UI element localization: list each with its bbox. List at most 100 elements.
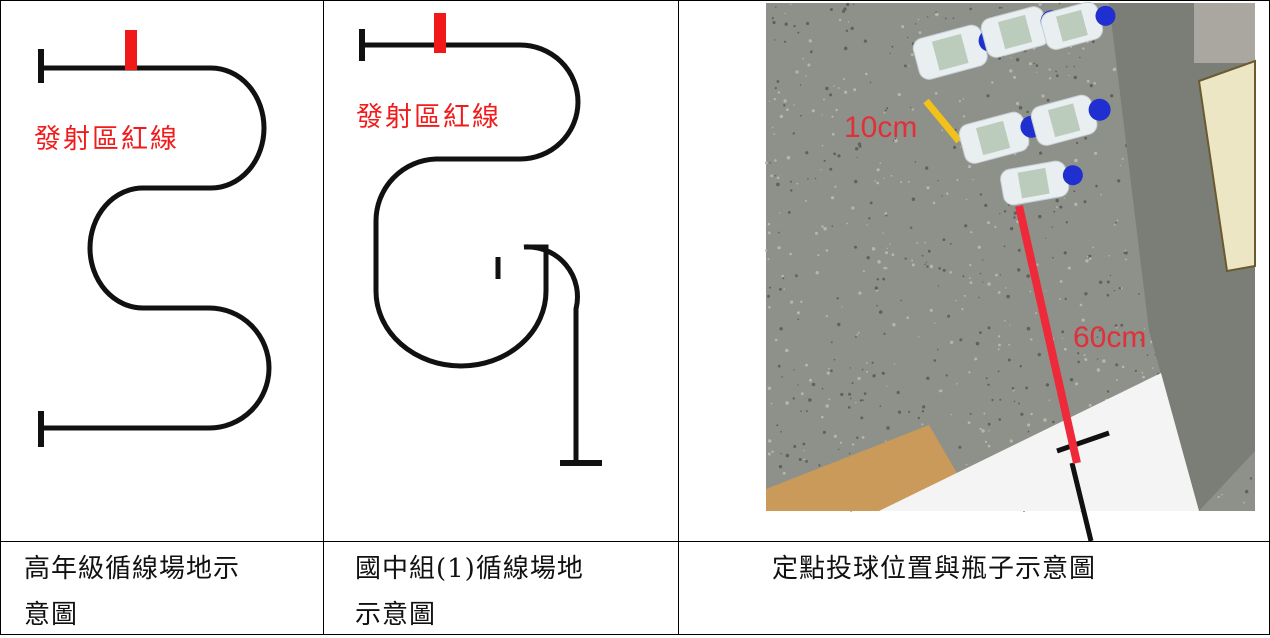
floor-speckle <box>884 109 887 112</box>
floor-speckle <box>1009 69 1013 73</box>
floor-speckle <box>911 197 916 201</box>
floor-speckle <box>835 108 838 112</box>
floor-speckle <box>1106 390 1110 393</box>
floor-speckle <box>837 154 841 158</box>
floor-speckle <box>1085 259 1089 263</box>
floor-speckle <box>769 162 771 164</box>
floor-speckle <box>771 126 774 129</box>
floor-speckle <box>856 333 859 336</box>
floor-speckle <box>926 265 929 268</box>
floor-speckle <box>823 159 826 162</box>
floor-speckle <box>1068 52 1070 55</box>
floor-speckle <box>840 392 844 397</box>
floor-speckle <box>942 268 946 272</box>
floor-speckle <box>904 257 907 260</box>
floor-speckle <box>1108 254 1110 257</box>
floor-speckle <box>783 99 787 103</box>
floor-speckle <box>778 212 781 214</box>
launch-red-marker <box>434 13 446 53</box>
floor-speckle <box>799 84 802 86</box>
floor-speckle <box>805 410 808 413</box>
floor-speckle <box>981 429 985 433</box>
floor-speckle <box>821 415 824 419</box>
floor-speckle <box>848 392 852 396</box>
floor-speckle <box>1110 331 1114 334</box>
floor-speckle <box>1028 62 1032 66</box>
floor-speckle <box>1120 287 1123 289</box>
floor-speckle <box>781 274 784 278</box>
floor-speckle <box>815 231 818 235</box>
floor-speckle <box>825 249 829 252</box>
floor-speckle <box>908 65 910 67</box>
floor-speckle <box>821 387 824 390</box>
floor-speckle <box>970 231 973 234</box>
floor-speckle <box>896 390 900 395</box>
floor-speckle <box>876 304 878 307</box>
floor-speckle <box>877 260 881 264</box>
floor-speckle <box>782 471 786 475</box>
floor-speckle <box>987 282 991 286</box>
floor-speckle <box>1089 84 1093 88</box>
floor-speckle <box>1112 67 1117 72</box>
floor-speckle <box>821 225 824 228</box>
floor-speckle <box>1037 352 1041 357</box>
floor-speckle <box>1018 402 1020 405</box>
floor-speckle <box>803 449 805 452</box>
floor-speckle <box>1076 334 1079 337</box>
gap-10cm-label: 10cm <box>844 111 918 144</box>
caption-line: 意圖 <box>24 600 79 630</box>
floor-speckle <box>998 343 1001 347</box>
floor-speckle <box>962 275 965 278</box>
floor-speckle <box>851 206 855 210</box>
launch-red-marker <box>125 30 137 70</box>
floor-speckle <box>773 133 776 136</box>
floor-speckle <box>1110 94 1114 98</box>
floor-speckle <box>883 177 885 180</box>
floor-speckle <box>1059 280 1063 283</box>
floor-speckle <box>1249 477 1253 480</box>
floor-speckle <box>805 75 807 77</box>
floor-speckle <box>879 405 882 408</box>
floor-speckle <box>823 227 827 231</box>
floor-speckle <box>1027 430 1030 433</box>
floor-speckle <box>1115 363 1119 367</box>
floor-speckle <box>987 221 990 225</box>
floor-speckle <box>974 357 978 361</box>
floor-speckle <box>1059 205 1063 209</box>
floor-speckle <box>865 72 868 76</box>
floor-speckle <box>1091 40 1095 44</box>
table-border-left <box>0 0 1 635</box>
floor-speckle <box>916 242 919 244</box>
floor-speckle <box>982 259 984 261</box>
floor-speckle <box>774 174 777 177</box>
floor-speckle <box>1009 439 1013 443</box>
floor-speckle <box>1056 206 1058 209</box>
floor-speckle <box>918 31 922 34</box>
floor-speckle <box>777 91 781 94</box>
floor-speckle <box>1052 420 1055 424</box>
floor-speckle <box>783 104 786 107</box>
floor-speckle <box>1074 158 1078 163</box>
floor-speckle <box>950 243 952 245</box>
floor-speckle <box>1033 62 1036 65</box>
floor-speckle <box>1102 359 1106 363</box>
floor-speckle <box>969 264 972 267</box>
floor-speckle <box>850 26 854 31</box>
floor-speckle <box>1016 220 1019 224</box>
floor-speckle <box>771 17 774 20</box>
floor-speckle <box>945 374 948 377</box>
floor-speckle <box>1087 255 1089 258</box>
floor-speckle <box>1141 371 1144 374</box>
floor-speckle <box>909 106 912 108</box>
floor-speckle <box>1073 75 1077 80</box>
column-divider-2 <box>678 0 679 635</box>
floor-speckle <box>802 57 805 60</box>
caption-line: 國中組(1)循線場地 <box>355 554 584 584</box>
floor-speckle <box>894 137 897 140</box>
floor-speckle <box>780 452 782 455</box>
floor-speckle <box>924 263 926 266</box>
floor-speckle <box>1065 65 1068 68</box>
floor-speckle <box>965 463 968 466</box>
floor-speckle <box>1020 412 1024 416</box>
floor-speckle <box>787 211 791 214</box>
